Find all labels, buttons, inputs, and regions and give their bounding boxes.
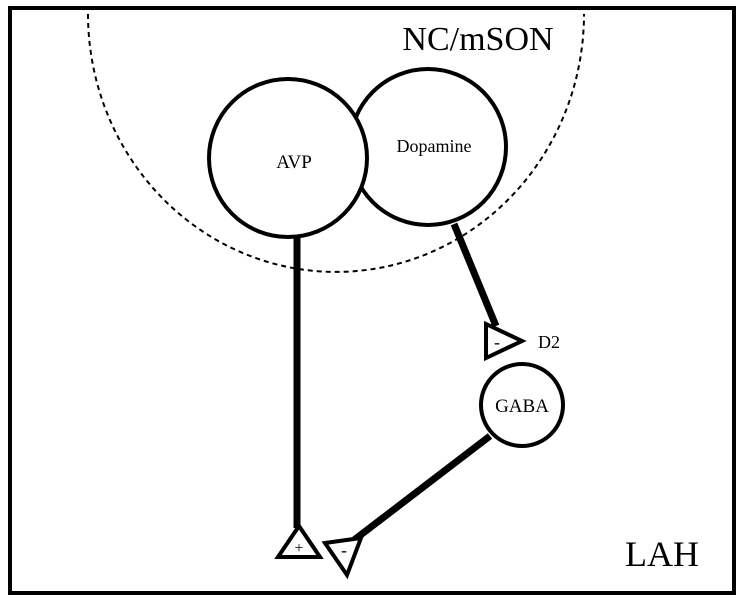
avp-label: AVP xyxy=(276,152,312,173)
avp-neuron xyxy=(207,77,369,239)
gaba-axon xyxy=(351,433,493,543)
lah-label: LAH xyxy=(625,534,699,574)
nc-mson-label: NC/mSON xyxy=(402,21,553,58)
nc-mson-region-boundary xyxy=(87,13,585,273)
gaba-synapse-triangle xyxy=(321,535,365,580)
gaba-label: GABA xyxy=(495,396,549,417)
avp-synapse-triangle xyxy=(274,522,324,559)
gaba-neuron xyxy=(479,362,565,448)
dopamine-axon xyxy=(450,222,500,328)
gaba-synapse-sign: - xyxy=(341,540,347,560)
d2-synapse-triangle xyxy=(484,320,527,362)
avp-synapse-sign: + xyxy=(294,540,303,557)
d2-synapse-sign: - xyxy=(494,332,500,352)
d2-receptor-label: D2 xyxy=(538,332,560,352)
dopamine-label: Dopamine xyxy=(397,136,472,156)
